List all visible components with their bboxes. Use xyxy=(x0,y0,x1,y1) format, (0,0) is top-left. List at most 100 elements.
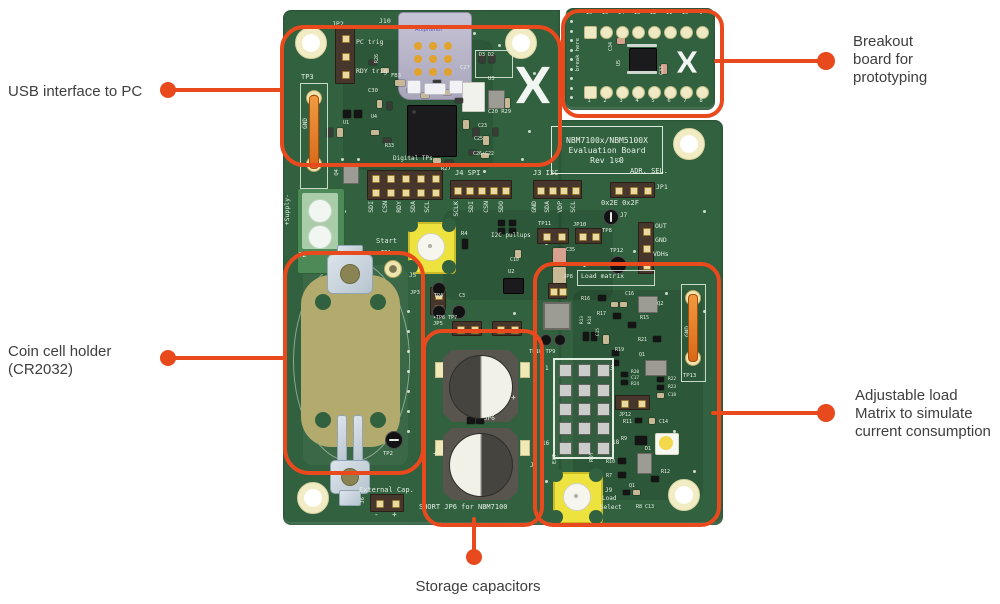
pin-header xyxy=(367,170,443,200)
silkscreen-text: R33 xyxy=(385,143,395,149)
silkscreen-text: J3 I2C xyxy=(533,169,559,177)
via xyxy=(633,250,636,253)
smd-component xyxy=(383,138,391,143)
header-pin xyxy=(478,186,486,195)
header-pin xyxy=(559,383,572,397)
perforation-hole xyxy=(570,58,573,61)
silkscreen-text: R12 xyxy=(661,469,671,475)
silkscreen-text: SDI xyxy=(367,201,375,213)
test-point-pad xyxy=(432,305,446,319)
connector-notch xyxy=(589,510,603,524)
board-title-box: NBM7100x/NBM5100X Evaluation Board Rev 1… xyxy=(551,126,663,174)
breakout-pin-number: 9 xyxy=(699,10,703,16)
silkscreen-text: Q2 xyxy=(657,301,664,307)
silkscreen-text: C26•C22 xyxy=(473,151,495,157)
header-pin xyxy=(578,403,591,416)
breakout-pin xyxy=(647,85,661,99)
smd-component xyxy=(343,110,351,118)
via xyxy=(407,370,410,373)
smd-component xyxy=(612,360,619,366)
silkscreen-text: SCLK xyxy=(452,201,460,217)
via xyxy=(583,264,586,267)
smd-component xyxy=(649,418,655,424)
smd-component xyxy=(583,332,589,341)
header-pin xyxy=(376,500,384,508)
cap-pad xyxy=(520,362,530,378)
smd-component xyxy=(445,160,453,165)
header-pin xyxy=(372,175,381,183)
breakout-pin xyxy=(583,25,597,39)
header-pin xyxy=(466,186,474,195)
silkscreen-text: •TP6 TP7 xyxy=(433,315,458,321)
breakout-pin-number: 6 xyxy=(667,98,671,104)
silkscreen-text: VDP xyxy=(556,201,564,213)
smd-component xyxy=(509,228,516,234)
silkscreen-text: SCL xyxy=(423,201,431,213)
pin-header xyxy=(615,395,650,410)
test-point-pad xyxy=(384,260,402,278)
breakout-pin-number: 4 xyxy=(635,98,639,104)
silkscreen-text: J7 xyxy=(620,212,628,219)
connector-notch xyxy=(589,468,603,482)
via xyxy=(533,72,536,75)
via xyxy=(513,312,516,315)
silkscreen-text: JP1 xyxy=(656,183,668,191)
usb-mount-tab xyxy=(407,80,421,94)
header-pin xyxy=(490,186,498,195)
pin-header xyxy=(450,180,512,199)
silkscreen-text: U2 xyxy=(508,269,515,275)
smd-component xyxy=(620,302,627,307)
callout-line-breakout xyxy=(714,59,820,63)
smd-component xyxy=(591,332,597,341)
silkscreen-text: R17 xyxy=(597,311,607,317)
header-pin xyxy=(643,245,651,253)
silkscreen-text: C27 xyxy=(460,65,470,71)
silkscreen-text: D3 D2 xyxy=(479,52,495,58)
header-pin xyxy=(416,189,425,197)
silkscreen-text: C14 xyxy=(659,419,669,425)
silkscreen-text: R11 xyxy=(623,419,633,425)
smd-component xyxy=(657,393,664,398)
smd-component xyxy=(509,220,516,226)
test-point-pad xyxy=(540,334,552,346)
header-pin xyxy=(342,35,350,43)
mounting-hole xyxy=(297,482,329,514)
silkscreen-text: TP4 xyxy=(434,293,444,299)
usb-pin xyxy=(429,42,437,50)
capacitor-top xyxy=(449,355,513,419)
smd-component xyxy=(479,55,485,63)
silkscreen-text: GND xyxy=(530,201,538,213)
smd-component xyxy=(611,302,618,307)
pin-header xyxy=(548,283,567,299)
capacitor-top xyxy=(449,433,513,497)
smd-component xyxy=(651,476,659,482)
perforation-hole xyxy=(570,48,573,52)
smd-component xyxy=(377,100,382,108)
silkscreen-text: JP2 xyxy=(332,20,344,28)
via xyxy=(407,430,410,433)
oscillator-u3 xyxy=(462,82,485,112)
smd-component xyxy=(635,436,647,445)
callout-label-usb: USB interface to PC xyxy=(8,83,143,100)
silkscreen-text: C15 xyxy=(596,328,601,337)
header-pin xyxy=(559,441,572,455)
silkscreen-text: C17 xyxy=(631,376,640,381)
silkscreen-text: J9 xyxy=(605,487,613,494)
callout-line-coin xyxy=(168,356,286,360)
smd-component xyxy=(469,150,477,155)
header-pin xyxy=(578,422,591,436)
breakout-pin xyxy=(631,25,645,39)
pin-header xyxy=(533,180,582,199)
diode-box xyxy=(475,50,513,78)
header-pin xyxy=(511,325,519,334)
via xyxy=(673,430,676,433)
via xyxy=(528,130,531,133)
terminal-hole xyxy=(308,225,332,249)
breakout-pin-number: 1 xyxy=(587,98,591,104)
smd-component xyxy=(598,295,606,301)
callout-label-breakout: Breakout board for prototyping xyxy=(853,33,928,86)
header-pin xyxy=(372,189,381,197)
silkscreen-text: GND xyxy=(655,236,667,244)
mcu-chip xyxy=(407,105,457,157)
